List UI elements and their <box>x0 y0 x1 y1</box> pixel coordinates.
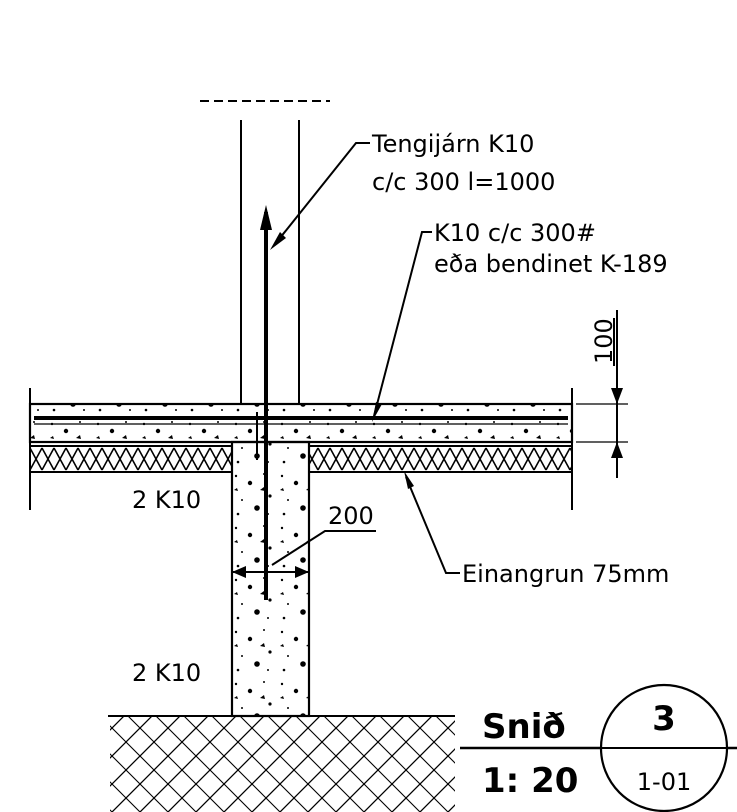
label-wall-bars-lower: 2 K10 <box>132 659 201 687</box>
title-section-label: Snið <box>482 707 566 747</box>
label-dowel-line1: Tengijárn K10 <box>371 130 534 158</box>
label-slab-line1: K10 c/c 300# <box>434 219 596 247</box>
leader-insulation <box>405 476 460 574</box>
label-slab-line2: eða bendinet K-189 <box>434 250 668 278</box>
soil <box>110 717 455 812</box>
leader-dowel <box>275 142 370 244</box>
insulation-left <box>29 445 233 473</box>
title-detail-number: 3 <box>652 699 676 739</box>
dowel-bar-tip <box>260 205 272 230</box>
slab <box>28 402 574 444</box>
label-wall-bars-upper: 2 K10 <box>132 486 201 514</box>
leader-dim-200 <box>271 530 376 566</box>
label-dowel-line2: c/c 300 l=1000 <box>372 168 555 196</box>
leader-slab-rebar <box>373 231 432 417</box>
label-dim-200: 200 <box>328 502 374 530</box>
title-sheet-ref: 1-01 <box>637 768 691 796</box>
title-scale: 1: 20 <box>482 761 578 801</box>
label-insulation: Einangrun 75mm <box>462 560 669 588</box>
insulation-right <box>308 445 573 473</box>
foundation-wall <box>230 440 311 718</box>
